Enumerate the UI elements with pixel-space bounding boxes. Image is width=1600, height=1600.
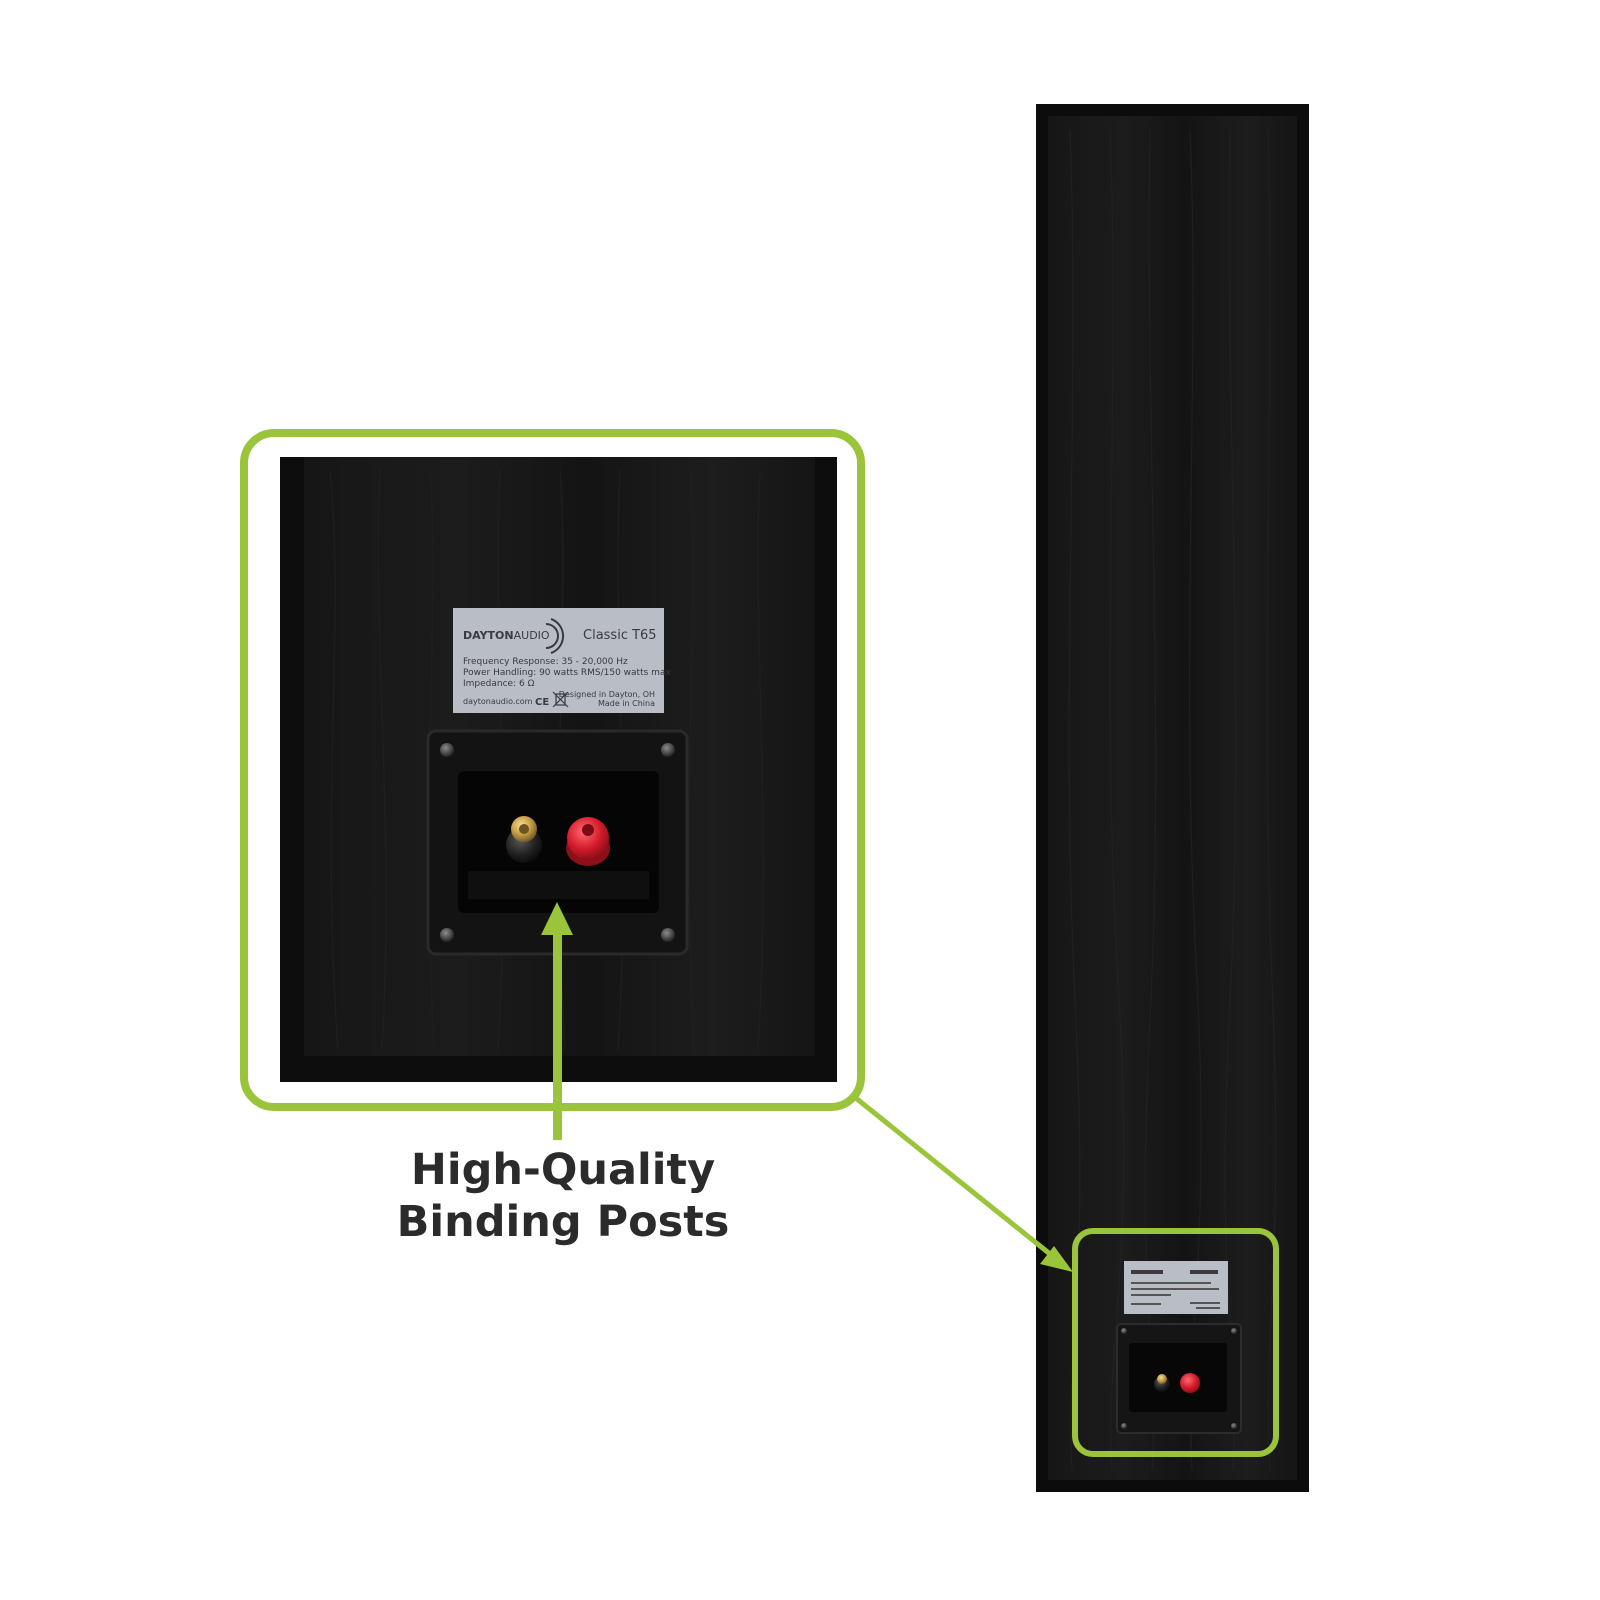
ce-mark-icon: CE [535, 697, 549, 708]
callout-line-2: Binding Posts [397, 1197, 730, 1247]
label-power: Power Handling: 90 watts RMS/150 watts m… [463, 668, 671, 678]
binding-post-icon [1180, 1373, 1200, 1393]
callout: High-Quality Binding Posts [397, 1145, 730, 1247]
label-frequency: Frequency Response: 35 - 20,000 Hz [463, 657, 628, 667]
zoomed-rear-panel: DAYTONAUDIO Classic T65 Frequency Respon… [240, 429, 865, 1140]
screw-icon [661, 928, 675, 942]
label-brand: DAYTONAUDIO [463, 629, 550, 642]
screw-icon [440, 743, 454, 757]
tower-back-panel [1048, 116, 1297, 1480]
label-made: Made in China [598, 699, 655, 708]
screw-icon [1121, 1423, 1127, 1429]
connector-arrowhead-icon [1040, 1246, 1073, 1272]
binding-post-terminal [426, 729, 689, 956]
arrow-up-icon [541, 902, 573, 1140]
weee-bin-icon [552, 691, 569, 708]
spec-label-plate: DAYTONAUDIO Classic T65 Frequency Respon… [453, 608, 671, 713]
tower-label-plate [1124, 1261, 1228, 1314]
screw-icon [661, 743, 675, 757]
tower-terminal-cup [1116, 1323, 1242, 1434]
label-designed: Designed in Dayton, OH [559, 690, 655, 699]
screw-icon [1231, 1423, 1237, 1429]
dayton-audio-logo-icon [545, 618, 565, 654]
highlight-frame-small [1072, 1228, 1279, 1457]
screw-icon [1121, 1328, 1127, 1334]
binding-post-icon [566, 817, 610, 866]
binding-post-icon [506, 816, 542, 863]
label-impedance: Impedance: 6 Ω [463, 679, 535, 689]
tower-speaker-rear [1036, 104, 1309, 1492]
callout-line-1: High-Quality [411, 1145, 715, 1195]
label-website: daytonaudio.com [463, 697, 533, 706]
screw-icon [440, 928, 454, 942]
zoom-connector [850, 1093, 1073, 1272]
label-model: Classic T65 [583, 628, 657, 643]
screw-icon [1231, 1328, 1237, 1334]
